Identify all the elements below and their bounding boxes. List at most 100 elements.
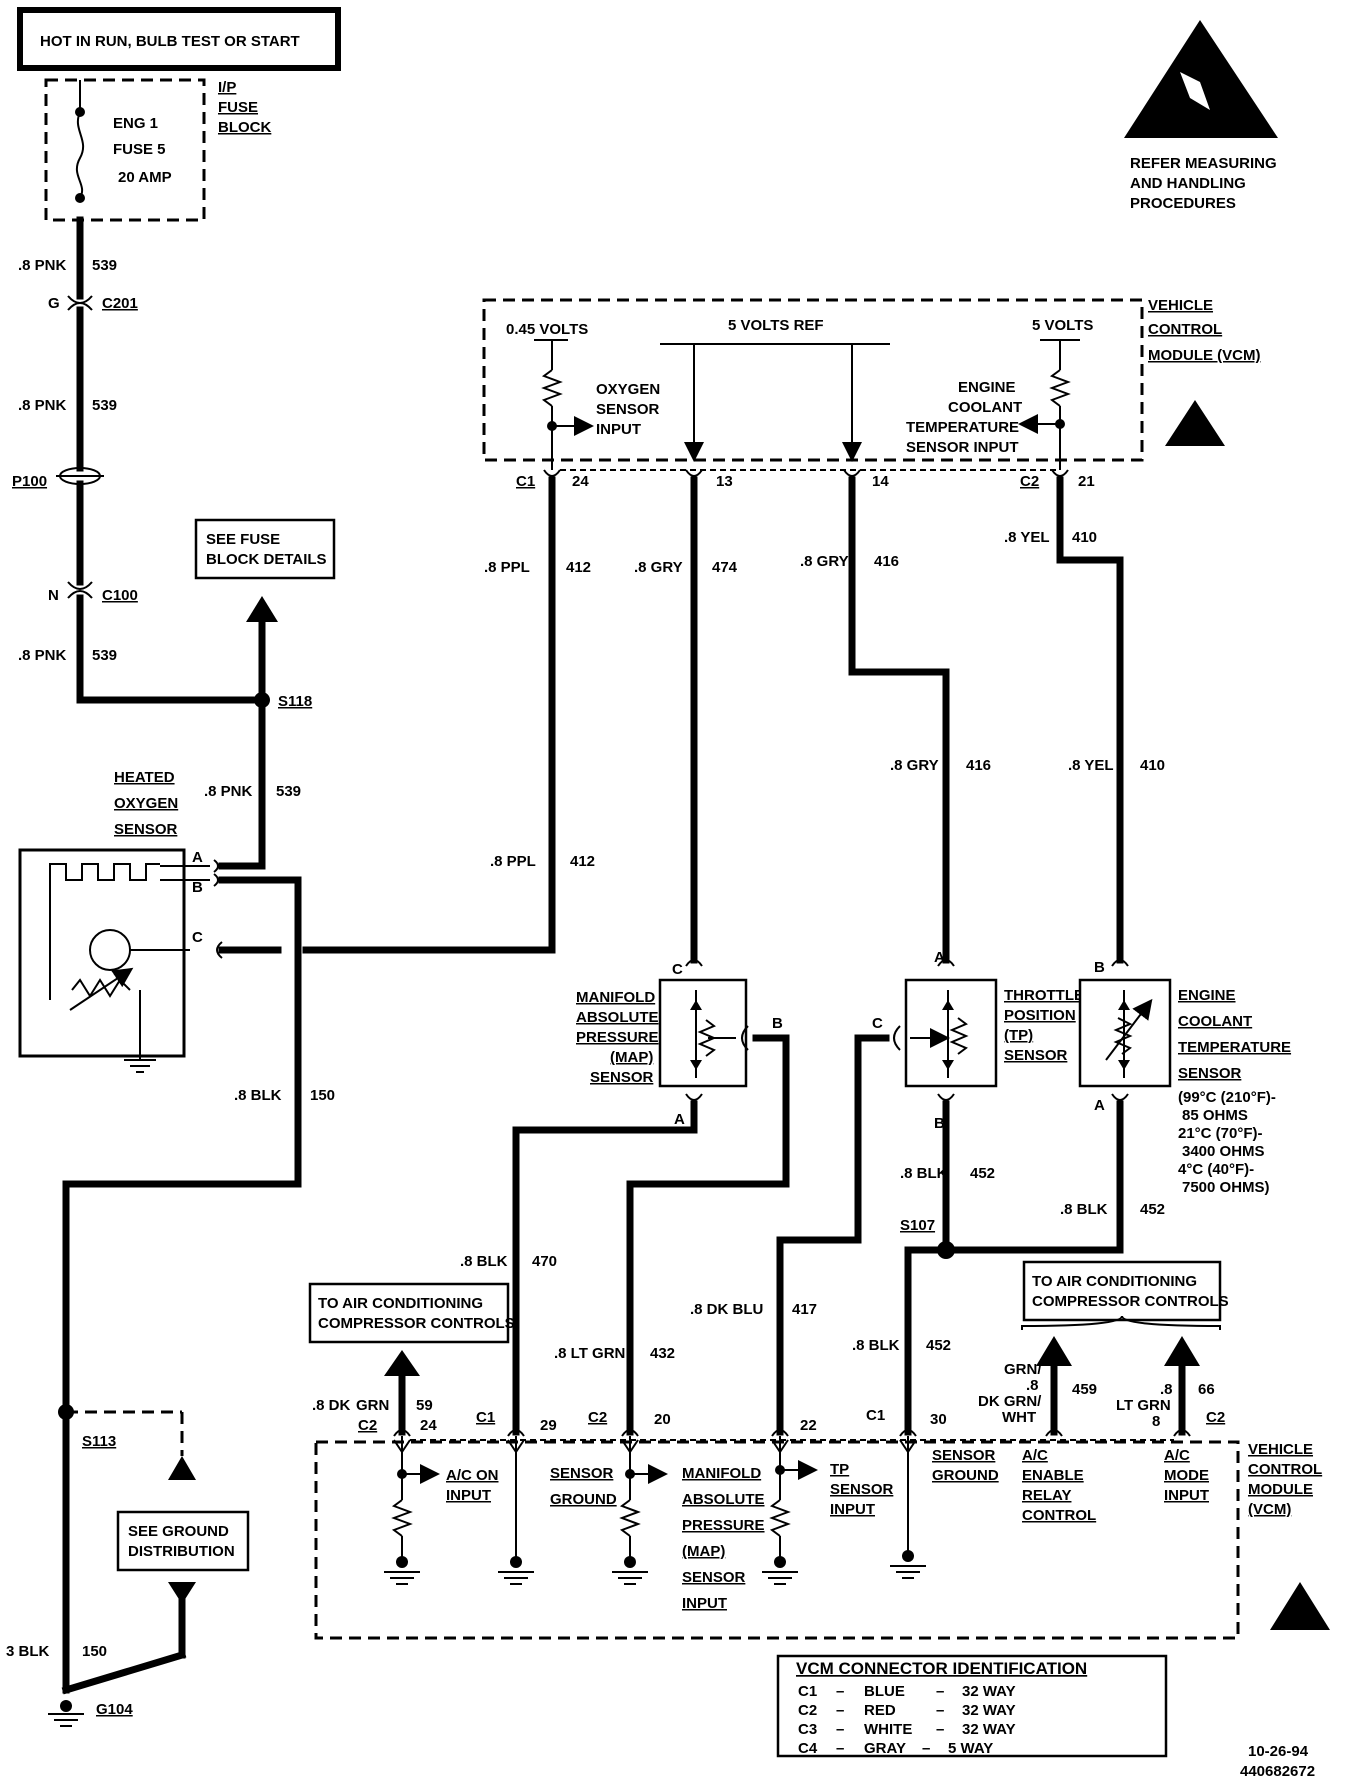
wire-color-label: .8 BLK bbox=[852, 1337, 900, 1354]
vcm-b-pin: 30 bbox=[930, 1411, 947, 1428]
v5ref-label: 5 VOLTS REF bbox=[728, 317, 824, 334]
wire-circuit-label: 66 bbox=[1198, 1381, 1215, 1398]
ect-label-3: TEMPERATURE bbox=[1178, 1039, 1291, 1056]
map-label-3: PRESSURE bbox=[576, 1029, 659, 1046]
wire-color-label: DK GRN/ bbox=[978, 1393, 1042, 1410]
vcm-b-conn: C1 bbox=[866, 1407, 885, 1424]
ac-right-1: TO AIR CONDITIONING bbox=[1032, 1273, 1197, 1290]
table-cell: C4 bbox=[798, 1740, 818, 1757]
o2-label-2: OXYGEN bbox=[114, 795, 178, 812]
ground-wire-150: .8 BLK 150 S113 SEE GROUND DISTRIBUTION … bbox=[6, 876, 335, 1727]
wire-circuit-label: 410 bbox=[1072, 529, 1097, 546]
wire-color-label: .8 PNK bbox=[204, 783, 253, 800]
svg-text:–: – bbox=[936, 1683, 944, 1700]
ac-relay-3: RELAY bbox=[1022, 1487, 1071, 1504]
wire-circuit-label: 539 bbox=[92, 647, 117, 664]
wire-circuit-label: 412 bbox=[566, 559, 591, 576]
o2-label-3: SENSOR bbox=[114, 821, 178, 838]
svg-text:–: – bbox=[936, 1721, 944, 1738]
esd-caption-3: PROCEDURES bbox=[1130, 195, 1236, 212]
vcm-label-2: CONTROL bbox=[1148, 321, 1222, 338]
o2-input-1: OXYGEN bbox=[596, 381, 660, 398]
wire-color-label: .8 PNK bbox=[18, 397, 67, 414]
ect-value-5: 4°C (40°F)- bbox=[1178, 1161, 1254, 1178]
wire-circuit-label: 539 bbox=[276, 783, 301, 800]
o2-pin-c: C bbox=[192, 929, 203, 946]
vcm-bottom-box: VEHICLE CONTROL MODULE (VCM) C2 24 C1 29… bbox=[314, 1407, 1330, 1640]
ac-left-1: TO AIR CONDITIONING bbox=[318, 1295, 483, 1312]
map-input-5: SENSOR bbox=[682, 1569, 746, 1586]
c100-pin: N bbox=[48, 587, 59, 604]
fuse-details-1: SEE FUSE bbox=[206, 531, 280, 548]
fuse-block-label-1: I/P bbox=[218, 79, 236, 96]
table-cell: GRAY bbox=[864, 1740, 906, 1757]
vcm-b-label-2: CONTROL bbox=[1248, 1461, 1322, 1478]
wire-color-label: WHT bbox=[1002, 1409, 1036, 1426]
table-cell: RED bbox=[864, 1702, 896, 1719]
wire-color-label: .8 PNK bbox=[18, 647, 67, 664]
wire-color-label: .8 bbox=[1026, 1377, 1039, 1394]
wire-color-label: .8 YEL bbox=[1068, 757, 1114, 774]
ect-label-2: COOLANT bbox=[1178, 1013, 1252, 1030]
vcm-top-pin: 13 bbox=[716, 473, 733, 490]
wire-color-label: 3 BLK bbox=[6, 1643, 50, 1660]
wire-color-label: .8 YEL bbox=[1004, 529, 1050, 546]
fuse-block: ENG 1 FUSE 5 20 AMP I/P FUSE BLOCK bbox=[44, 78, 271, 222]
ect-input-2: COOLANT bbox=[948, 399, 1022, 416]
map-sensor: C B A MANIFOLD ABSOLUTE PRESSURE (MAP) S… bbox=[576, 959, 783, 1128]
map-input-1: MANIFOLD bbox=[682, 1465, 761, 1482]
map-label-2: ABSOLUTE bbox=[576, 1009, 659, 1026]
heated-oxygen-sensor: HEATED OXYGEN SENSOR A B C bbox=[18, 769, 302, 1073]
c100-label: C100 bbox=[102, 587, 138, 604]
tp-pin-b: B bbox=[934, 1115, 945, 1132]
fuse-name-1: ENG 1 bbox=[113, 115, 158, 132]
vcm-top-pin: 21 bbox=[1078, 473, 1095, 490]
ground-dist-1: SEE GROUND bbox=[128, 1523, 229, 1540]
wire-circuit-label: 459 bbox=[1072, 1381, 1097, 1398]
wire-color-label: .8 DK BLU bbox=[690, 1301, 763, 1318]
fuse-rating: 20 AMP bbox=[118, 169, 172, 186]
fuse-block-label-2: FUSE bbox=[218, 99, 258, 116]
c201-label: C201 bbox=[102, 295, 138, 312]
tp-input-3: INPUT bbox=[830, 1501, 875, 1518]
connector-table: VCM CONNECTOR IDENTIFICATION C1 – BLUE –… bbox=[776, 1654, 1168, 1758]
fuse-name-2: FUSE 5 bbox=[113, 141, 166, 158]
map-label-1: MANIFOLD bbox=[576, 989, 655, 1006]
wire-circuit-label: 410 bbox=[1140, 757, 1165, 774]
table-cell: BLUE bbox=[864, 1683, 905, 1700]
p100-label: P100 bbox=[12, 473, 47, 490]
wire-circuit-label: 452 bbox=[926, 1337, 951, 1354]
lower-wires: .8 BLK 470 .8 LT GRN 432 .8 DK BLU 417 .… bbox=[460, 1034, 1165, 1436]
power-source-label: HOT IN RUN, BULB TEST OR START bbox=[40, 33, 300, 50]
map-label-4: (MAP) bbox=[610, 1049, 653, 1066]
tp-input-1: TP bbox=[830, 1461, 849, 1478]
wire-color-label: LT GRN bbox=[1116, 1397, 1171, 1414]
table-cell: C3 bbox=[798, 1721, 817, 1738]
wire-circuit-label: 416 bbox=[874, 553, 899, 570]
map-input-6: INPUT bbox=[682, 1595, 727, 1612]
wire-color-label: GRN/ bbox=[1004, 1361, 1042, 1378]
svg-text:–: – bbox=[836, 1683, 844, 1700]
ac-controls-right: TO AIR CONDITIONING COMPRESSOR CONTROLS … bbox=[978, 1260, 1229, 1436]
table-cell: 32 WAY bbox=[962, 1702, 1016, 1719]
wire-circuit-label: 539 bbox=[92, 397, 117, 414]
ect-input-1: ENGINE bbox=[958, 379, 1016, 396]
ac-left-2: COMPRESSOR CONTROLS bbox=[318, 1315, 515, 1332]
wire-color-label: .8 PPL bbox=[484, 559, 530, 576]
sg1-2: GROUND bbox=[550, 1491, 617, 1508]
vcm-b-conn: C2 bbox=[588, 1409, 607, 1426]
ac-mode-3: INPUT bbox=[1164, 1487, 1209, 1504]
vcm-label-1: VEHICLE bbox=[1148, 297, 1213, 314]
s107-label: S107 bbox=[900, 1217, 935, 1234]
tp-sensor: A C B THROTTLE POSITION (TP) SENSOR bbox=[872, 949, 1084, 1132]
table-cell: 32 WAY bbox=[962, 1683, 1016, 1700]
vcm-b-pin: 29 bbox=[540, 1417, 557, 1434]
ect-label-4: SENSOR bbox=[1178, 1065, 1242, 1082]
splice-s118: S118 SEE FUSE BLOCK DETAILS .8 PNK 539 bbox=[194, 518, 336, 864]
wire-color-label: .8 BLK bbox=[900, 1165, 948, 1182]
vcm-b-label-4: (VCM) bbox=[1248, 1501, 1291, 1518]
sg2-2: GROUND bbox=[932, 1467, 999, 1484]
vcm-b-label-1: VEHICLE bbox=[1248, 1441, 1313, 1458]
wire-circuit-label: 432 bbox=[650, 1345, 675, 1362]
